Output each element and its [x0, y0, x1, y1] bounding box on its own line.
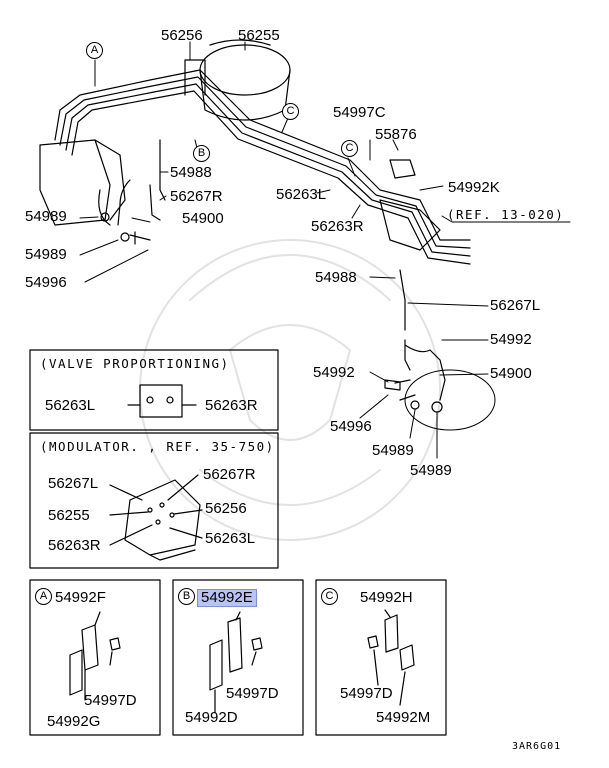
valve-label-56263l[interactable]: 56263L: [45, 397, 96, 414]
label-54996-mid[interactable]: 54996: [330, 418, 372, 435]
detail-c-frame: [315, 579, 447, 736]
detail-c-label-54992m[interactable]: 54992M: [376, 709, 431, 726]
detail-b-label-54992e-highlighted[interactable]: 54992E: [197, 589, 257, 607]
callout-c-mid: C: [341, 140, 358, 157]
label-54989-d[interactable]: 54989: [410, 462, 452, 479]
modulator-unit-left: [39, 139, 126, 226]
mod-label-56255[interactable]: 56255: [48, 507, 90, 524]
label-56263r-top[interactable]: 56263R: [311, 218, 364, 235]
brake-line-bundle: [54, 59, 471, 265]
modulator-drawing: [109, 474, 203, 561]
mod-label-56256[interactable]: 56256: [205, 500, 247, 517]
mod-label-56267r[interactable]: 56267R: [203, 466, 256, 483]
label-54989-a[interactable]: 54989: [25, 208, 67, 225]
watermark-logo: [139, 239, 441, 541]
brake-disc-right: [404, 369, 496, 431]
label-56267r-top[interactable]: 56267R: [170, 188, 223, 205]
label-55876[interactable]: 55876: [375, 126, 417, 143]
label-54996-left[interactable]: 54996: [25, 274, 67, 291]
valve-box-frame: [29, 349, 279, 431]
reservoir: [199, 39, 291, 121]
callout-b: B: [193, 145, 210, 162]
label-56256[interactable]: 56256: [161, 27, 203, 44]
bracket-a-drawing: [69, 611, 121, 701]
brake-valve-right: [379, 159, 441, 251]
label-56263l-top[interactable]: 56263L: [276, 186, 327, 203]
modulator-box-frame: [29, 432, 279, 569]
detail-b-label-54992d[interactable]: 54992D: [185, 709, 238, 726]
label-54989-b[interactable]: 54989: [25, 246, 67, 263]
detail-c-label-54992h[interactable]: 54992H: [360, 589, 413, 606]
mod-label-56263l[interactable]: 56263L: [205, 530, 256, 547]
label-54900-left[interactable]: 54900: [182, 210, 224, 227]
detail-b-frame: [172, 579, 304, 736]
bracket-c-drawing: [367, 609, 415, 706]
valve-box-title: (VALVE PROPORTIONING): [40, 356, 230, 371]
callout-c-top: C: [282, 103, 299, 120]
hose-left: [117, 179, 131, 226]
detail-c-callout: C: [321, 588, 338, 605]
diagram-code: 3AR6G01: [512, 741, 562, 752]
leader-lines: [79, 41, 571, 459]
detail-a-frame: [29, 579, 161, 736]
label-54988-top[interactable]: 54988: [170, 164, 212, 181]
detail-c-label-54997d[interactable]: 54997D: [340, 685, 393, 702]
label-54997c[interactable]: 54997C: [333, 104, 386, 121]
callout-a: A: [86, 42, 103, 59]
ref-13-020-label: (REF. 13-020): [447, 207, 565, 222]
mod-label-56267l[interactable]: 56267L: [48, 475, 99, 492]
label-54992k[interactable]: 54992K: [448, 179, 500, 196]
mod-label-56263r[interactable]: 56263R: [48, 537, 101, 554]
modulator-box-title: (MODULATOR. , REF. 35-750): [40, 439, 275, 454]
label-54989-c[interactable]: 54989: [372, 442, 414, 459]
label-54992-right[interactable]: 54992: [490, 331, 532, 348]
detail-a-callout: A: [35, 588, 52, 605]
label-54988-mid[interactable]: 54988: [315, 269, 357, 286]
valve-drawing: [127, 384, 197, 418]
bracket-b-drawing: [209, 611, 263, 713]
label-54900-right[interactable]: 54900: [490, 365, 532, 382]
detail-b-callout: B: [178, 588, 195, 605]
detail-a-label-54992g[interactable]: 54992G: [47, 713, 101, 730]
label-54992-mid[interactable]: 54992: [313, 364, 355, 381]
detail-a-label-54997d[interactable]: 54997D: [84, 692, 137, 709]
label-56255[interactable]: 56255: [238, 27, 280, 44]
valve-label-56263r[interactable]: 56263R: [205, 397, 258, 414]
label-56267l-mid[interactable]: 56267L: [490, 297, 541, 314]
detail-b-label-54997d[interactable]: 54997D: [226, 685, 279, 702]
detail-a-label-54992f[interactable]: 54992F: [55, 589, 106, 606]
